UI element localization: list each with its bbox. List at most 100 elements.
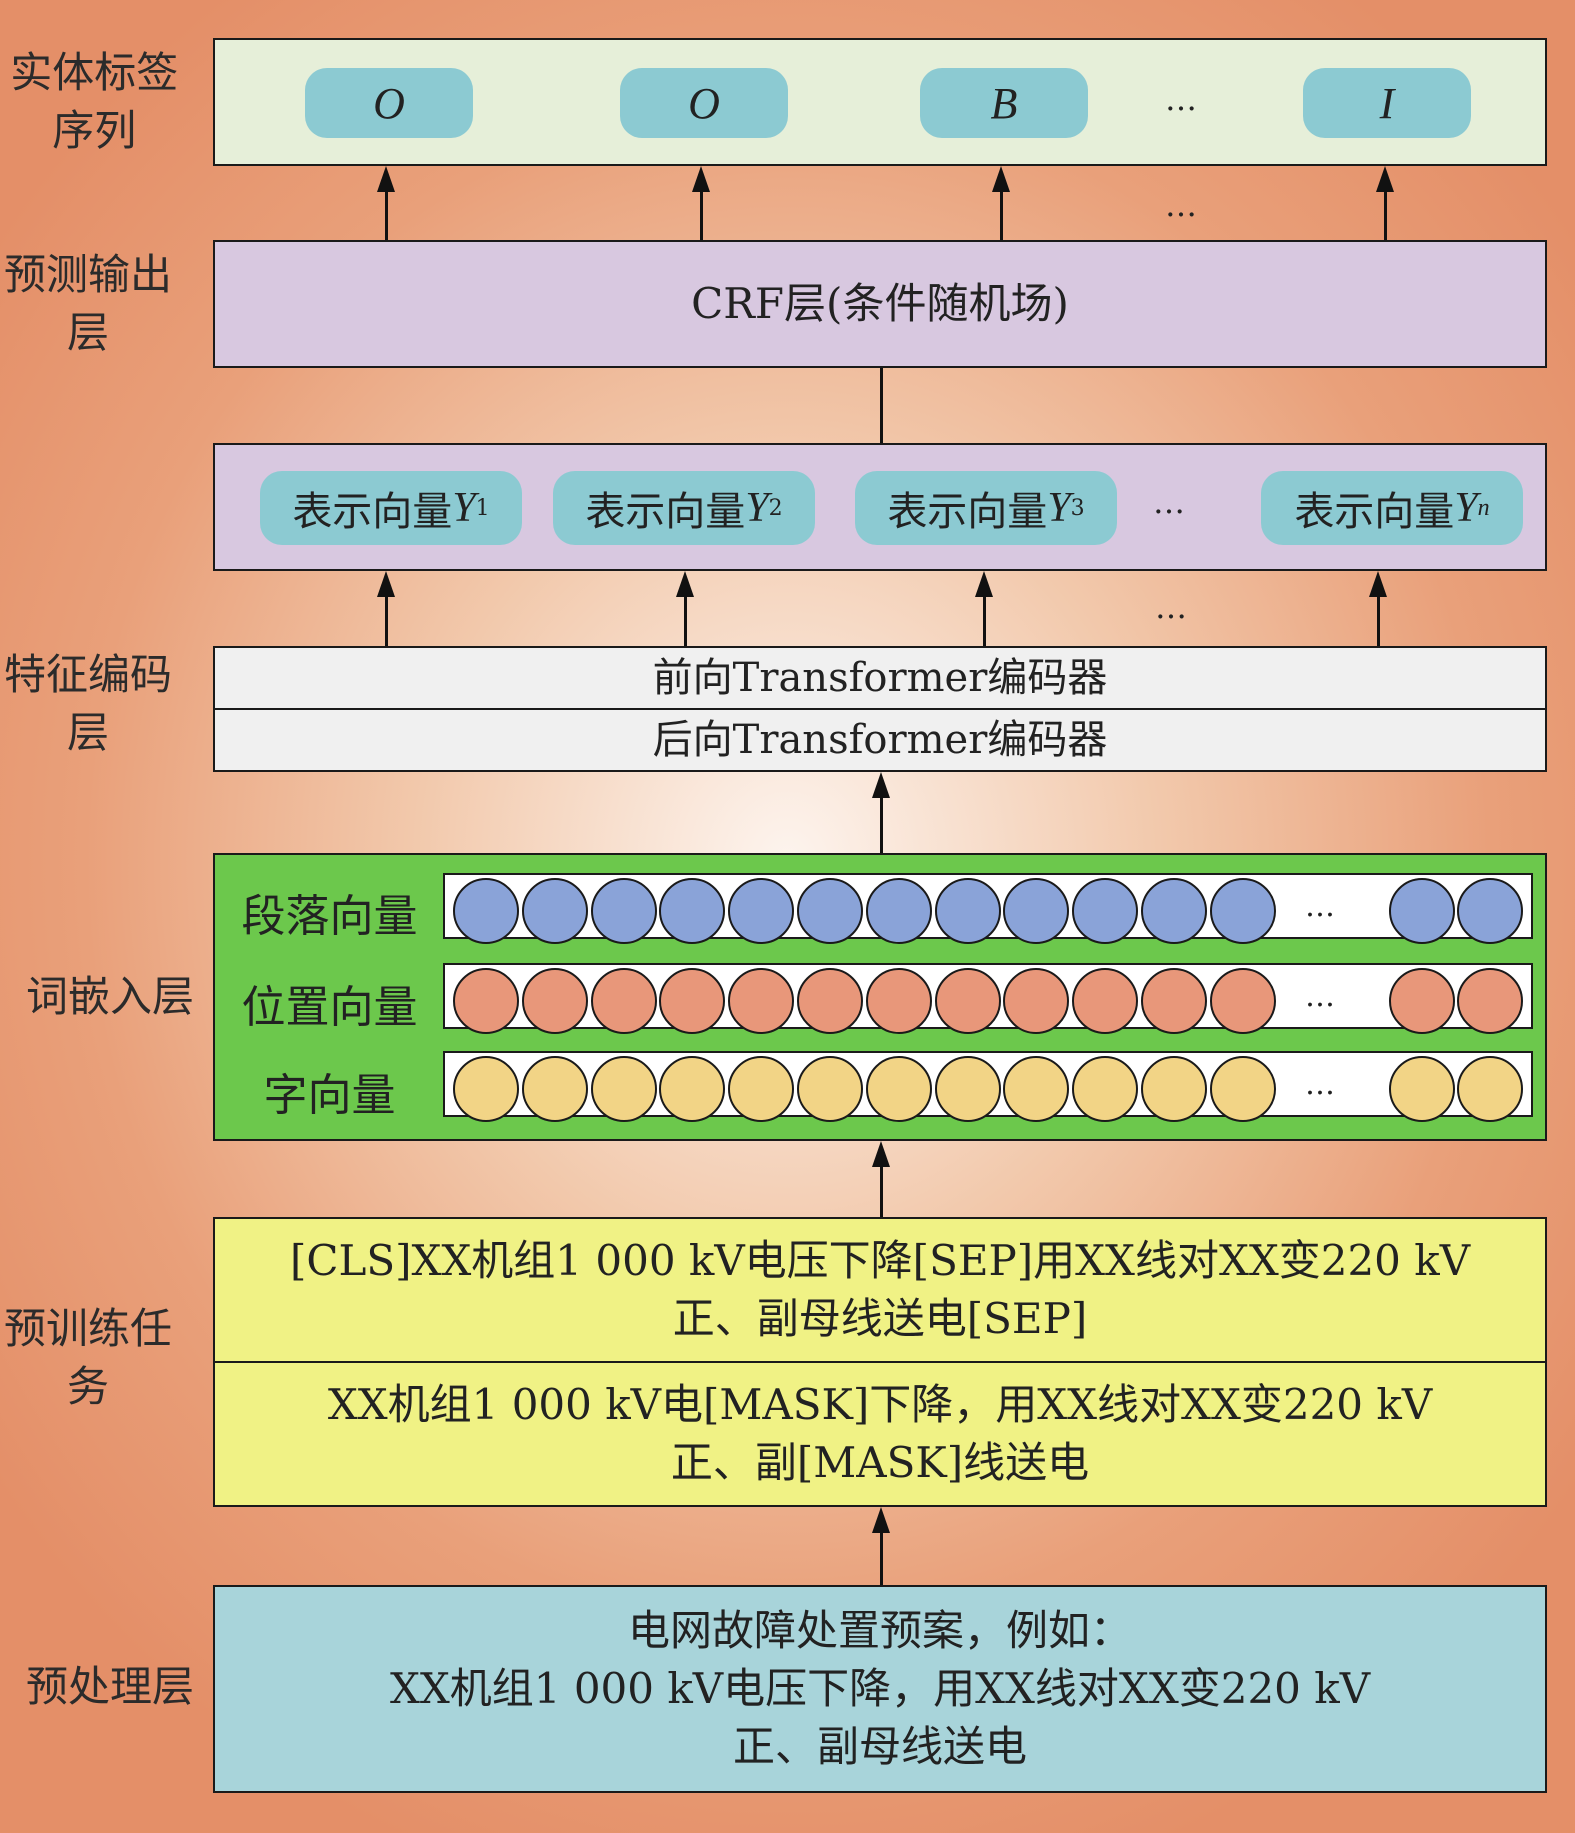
segment-circle — [1389, 878, 1455, 944]
arrow-line — [1384, 190, 1387, 240]
pretrain-task-mlm: XX机组1 000 kV电[MASK]下降，用XX线对XX变220 kV 正、副… — [213, 1361, 1547, 1507]
segment-circle — [865, 878, 932, 944]
token-circle — [1003, 1056, 1070, 1122]
position-embedding-label: 位置向量 — [241, 982, 418, 1033]
arrow-line — [385, 190, 388, 240]
arrow-line — [880, 796, 883, 854]
label-preprocessing-layer: 预处理层 — [25, 1662, 194, 1711]
rep-sub: 3 — [1070, 495, 1085, 521]
position-circle — [934, 968, 1001, 1034]
tag-ellipsis: … — [1165, 80, 1197, 118]
preprocess-line1: 电网故障处置预案，例如： — [627, 1606, 1132, 1655]
token-circle — [797, 1056, 863, 1122]
pretrain-task2-line1: XX机组1 000 kV电[MASK]下降，用XX线对XX变220 kV — [327, 1380, 1433, 1429]
segment-circle — [521, 878, 588, 944]
representation-ellipsis: … — [1153, 483, 1185, 521]
position-circle — [659, 968, 726, 1034]
arrow-head — [872, 772, 890, 798]
segment-circle — [797, 878, 863, 944]
arrow-line — [880, 1165, 883, 1217]
token-circle — [1457, 1056, 1523, 1122]
arrow-line — [1000, 190, 1003, 240]
rep-prefix: 表示向量 — [1294, 489, 1455, 535]
arrow-line — [684, 594, 687, 646]
token-embedding-row: … — [443, 1051, 1533, 1122]
arrow-line — [880, 1531, 883, 1585]
rep-prefix: 表示向量 — [887, 489, 1048, 535]
arrow-head — [692, 166, 710, 192]
arrow-line — [385, 594, 388, 646]
rep-prefix: 表示向量 — [585, 489, 746, 535]
entity-tag-sequence-box: O O B … I — [213, 38, 1547, 166]
arrow-head — [377, 166, 395, 192]
rep-var: Y — [452, 485, 476, 531]
arrow-line — [1377, 594, 1380, 646]
pretrain-task-nsp: [CLS]XX机组1 000 kV电压下降[SEP]用XX线对XX变220 kV… — [213, 1217, 1547, 1363]
token-circle — [1209, 1056, 1276, 1122]
rep-var: Y — [1454, 485, 1478, 531]
segment-circle — [1209, 878, 1276, 944]
segment-circle — [728, 878, 795, 944]
position-circle — [1209, 968, 1276, 1034]
token-circle — [1141, 1056, 1207, 1122]
token-circle — [934, 1056, 1001, 1122]
segment-embedding-label: 段落向量 — [241, 891, 418, 942]
tag-o-2: O — [620, 68, 788, 138]
arrow-head — [676, 571, 694, 597]
arrow-head — [1376, 166, 1394, 192]
arrow-line — [700, 190, 703, 240]
token-embedding-label: 字向量 — [263, 1070, 396, 1121]
arrow-head — [1369, 571, 1387, 597]
token-circle — [590, 1056, 657, 1122]
segment-circle — [590, 878, 657, 944]
segment-circle — [453, 878, 519, 944]
segment-circle — [934, 878, 1001, 944]
segment-circle — [1072, 878, 1139, 944]
segment-circle — [1141, 878, 1207, 944]
tag-o-1: O — [305, 68, 473, 138]
token-circle — [1072, 1056, 1139, 1122]
arrow-ellipsis: … — [1165, 186, 1197, 224]
forward-encoder-label: 前向Transformer编码器 — [652, 655, 1108, 701]
token-circle — [659, 1056, 726, 1122]
crf-layer-box: CRF层(条件随机场) — [213, 240, 1547, 368]
token-circle — [1389, 1056, 1455, 1122]
tag-b: B — [920, 68, 1088, 138]
position-circle — [1072, 968, 1139, 1034]
connector-line — [880, 368, 883, 444]
token-circle — [728, 1056, 795, 1122]
arrow-head — [377, 571, 395, 597]
position-circle — [1003, 968, 1070, 1034]
position-circle — [521, 968, 588, 1034]
preprocess-line3: 正、副母线送电 — [732, 1722, 1027, 1771]
crf-label: CRF层(条件随机场) — [691, 279, 1069, 328]
position-circle — [865, 968, 932, 1034]
label-entity-tag-sequence: 实体标签序列 — [10, 48, 179, 155]
segment-circle — [1003, 878, 1070, 944]
label-embedding-layer: 词嵌入层 — [25, 972, 194, 1021]
backward-transformer-encoder: 后向Transformer编码器 — [213, 708, 1547, 772]
rep-prefix: 表示向量 — [292, 489, 453, 535]
pretrain-task1-line2: 正、副母线送电[SEP] — [672, 1294, 1088, 1343]
preprocessing-box: 电网故障处置预案，例如： XX机组1 000 kV电压下降，用XX线对XX变22… — [213, 1585, 1547, 1793]
position-circle — [1457, 968, 1523, 1034]
rep-var: Y — [1047, 485, 1071, 531]
arrow-ellipsis: … — [1155, 588, 1187, 626]
backward-encoder-label: 后向Transformer编码器 — [652, 717, 1108, 763]
position-circle — [1389, 968, 1455, 1034]
forward-transformer-encoder: 前向Transformer编码器 — [213, 646, 1547, 710]
position-circle — [1141, 968, 1207, 1034]
position-circle — [590, 968, 657, 1034]
rep-sub: 1 — [475, 495, 490, 521]
arrow-head — [975, 571, 993, 597]
position-circle — [453, 968, 519, 1034]
label-feature-encoding-layer: 特征编码层 — [4, 650, 173, 757]
embedding-ellipsis: … — [1305, 889, 1335, 924]
pretrain-task2-line2: 正、副[MASK]线送电 — [670, 1438, 1090, 1487]
rep-sub: 2 — [768, 495, 783, 521]
position-circle — [728, 968, 795, 1034]
